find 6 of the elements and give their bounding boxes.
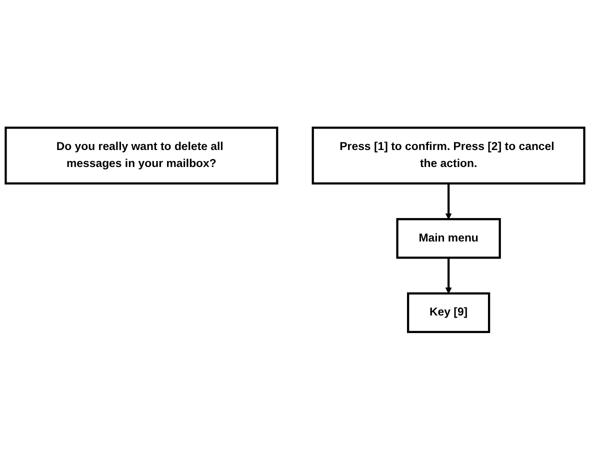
node-box: Do you really want to delete all messages in your mailbox?: [4, 126, 278, 184]
node-box: Key [9]: [407, 292, 490, 333]
node-box: Press [1] to confirm. Press [2] to cancel the action.: [312, 126, 586, 184]
arrow: [445, 183, 452, 220]
arrow: [445, 257, 452, 294]
node-box: Main menu: [396, 218, 501, 258]
